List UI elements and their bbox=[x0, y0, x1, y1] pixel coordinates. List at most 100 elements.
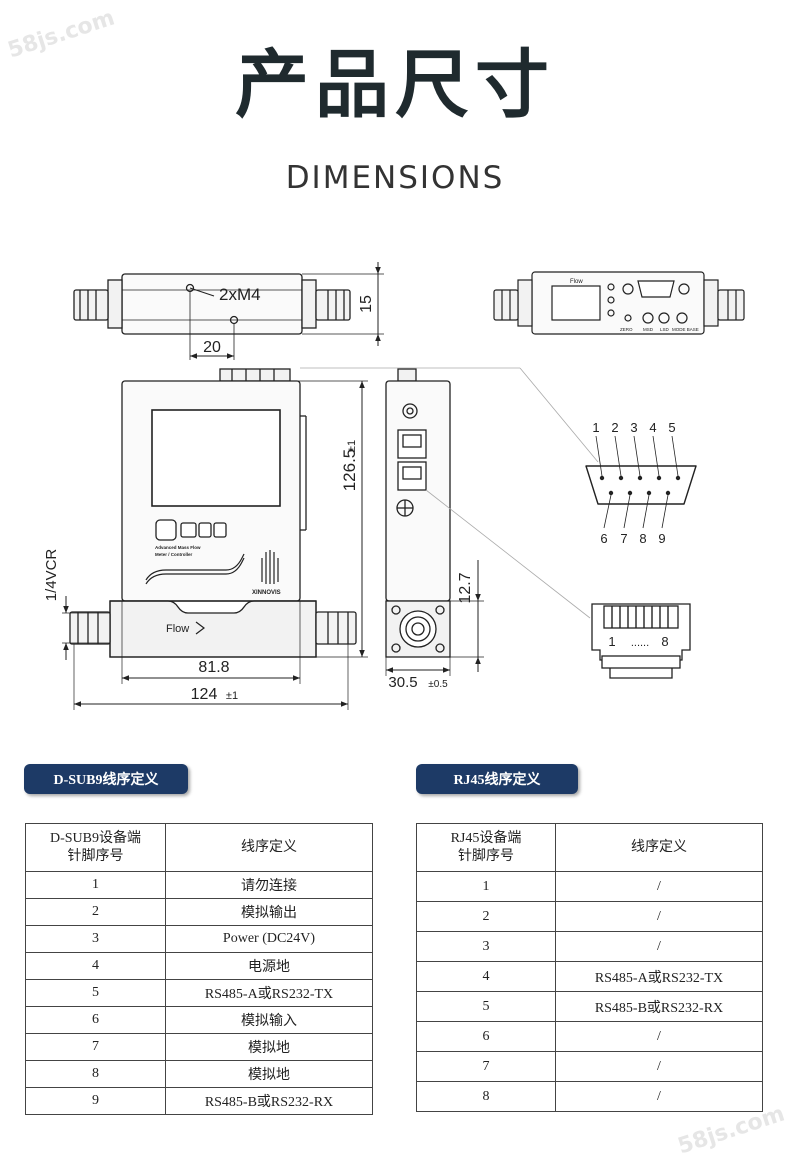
rear-msd-label: MSD bbox=[643, 327, 654, 332]
rear-flow-label: Flow bbox=[570, 279, 583, 285]
dim-126-5: 126.5 bbox=[340, 449, 359, 492]
table-row: 8/ bbox=[416, 1081, 763, 1112]
definition-cell: / bbox=[555, 1021, 763, 1052]
dim-81-8: 81.8 bbox=[198, 659, 229, 676]
dim-15: 15 bbox=[358, 295, 375, 313]
dsub-header-pin: D-SUB9设备端 针脚序号 bbox=[25, 823, 166, 872]
pin-cell: 1 bbox=[416, 871, 556, 902]
rj45-header-def: 线序定义 bbox=[555, 823, 763, 872]
dim-124: 124 bbox=[191, 686, 218, 703]
front-view bbox=[62, 368, 368, 710]
pin-cell: 3 bbox=[416, 931, 556, 962]
dsub-header-def: 线序定义 bbox=[165, 823, 373, 872]
rj45-pin-first: 1 bbox=[608, 634, 615, 649]
definition-cell: RS485-B或RS232-RX bbox=[555, 991, 763, 1022]
top-view bbox=[73, 262, 384, 360]
pin-cell: 5 bbox=[416, 991, 556, 1022]
pin-cell: 4 bbox=[25, 952, 166, 980]
dsub-pin-4: 4 bbox=[649, 420, 656, 435]
dsub-pin-5: 5 bbox=[668, 420, 675, 435]
definition-cell: RS485-A或RS232-TX bbox=[555, 961, 763, 992]
dimension-drawing: 2xM4 15 20 Flow ZERO MSD LSD MODE BASE bbox=[43, 262, 745, 710]
rear-view bbox=[493, 271, 745, 335]
table-row: 6/ bbox=[416, 1021, 763, 1052]
pin-cell: 7 bbox=[416, 1051, 556, 1082]
table-row: 3/ bbox=[416, 931, 763, 962]
pin-cell: 8 bbox=[416, 1081, 556, 1112]
table-row: 2/ bbox=[416, 901, 763, 932]
pin-cell: 6 bbox=[416, 1021, 556, 1052]
pin-cell: 5 bbox=[25, 979, 166, 1007]
dsub9-badge: D-SUB9线序定义 bbox=[24, 764, 188, 794]
product-line1: Advanced Mass Flow bbox=[155, 545, 201, 550]
definition-cell: / bbox=[555, 931, 763, 962]
rear-zero-label: ZERO bbox=[620, 327, 633, 332]
page-subtitle: DIMENSIONS bbox=[285, 160, 505, 196]
dsub-pin-2: 2 bbox=[611, 420, 618, 435]
table-header-row: RJ45设备端 针脚序号 线序定义 bbox=[416, 823, 763, 872]
definition-cell: / bbox=[555, 1081, 763, 1112]
dim-30-5: 30.5 bbox=[388, 674, 417, 691]
definition-cell: RS485-B或RS232-RX bbox=[165, 1087, 373, 1115]
brand-label: XINNOVIS bbox=[252, 590, 281, 596]
pin-cell: 8 bbox=[25, 1060, 166, 1088]
pin-cell: 3 bbox=[25, 925, 166, 953]
rear-mode-label: MODE BASE bbox=[672, 327, 699, 332]
pin-cell: 6 bbox=[25, 1006, 166, 1034]
dsub-pin-7: 7 bbox=[620, 531, 627, 546]
definition-cell: / bbox=[555, 901, 763, 932]
rj45-connector bbox=[591, 603, 691, 679]
definition-cell: 电源地 bbox=[165, 952, 373, 980]
definition-cell: 模拟输入 bbox=[165, 1006, 373, 1034]
side-view bbox=[300, 367, 599, 676]
dsub-pin-9: 9 bbox=[658, 531, 665, 546]
dsub-pin-3: 3 bbox=[630, 420, 637, 435]
pin-cell: 2 bbox=[25, 898, 166, 926]
rj45-badge: RJ45线序定义 bbox=[416, 764, 578, 794]
definition-cell: / bbox=[555, 1051, 763, 1082]
pin-cell: 2 bbox=[416, 901, 556, 932]
definition-cell: 模拟地 bbox=[165, 1060, 373, 1088]
table-row: 7/ bbox=[416, 1051, 763, 1082]
tol-124: ±1 bbox=[226, 690, 238, 702]
dsub9-connector bbox=[585, 465, 697, 505]
definition-cell: / bbox=[555, 871, 763, 902]
table-header-row: D-SUB9设备端 针脚序号 线序定义 bbox=[25, 823, 373, 872]
table-row: 1/ bbox=[416, 871, 763, 902]
rj45-pin-last: 8 bbox=[661, 634, 668, 649]
dim-12-7: 12.7 bbox=[457, 572, 474, 603]
tol-30-5: ±0.5 bbox=[428, 679, 448, 690]
rear-lsd-label: LSD bbox=[660, 327, 670, 332]
pin-cell: 9 bbox=[25, 1087, 166, 1115]
rj45-pin-dots: ...... bbox=[631, 637, 649, 649]
pin-cell: 4 bbox=[416, 961, 556, 992]
definition-cell: 模拟输出 bbox=[165, 898, 373, 926]
pin-cell: 7 bbox=[25, 1033, 166, 1061]
definition-cell: 模拟地 bbox=[165, 1033, 373, 1061]
definition-cell: 请勿连接 bbox=[165, 871, 373, 899]
tol-126-5: ±1 bbox=[346, 440, 358, 452]
flow-label: Flow bbox=[166, 623, 189, 635]
dsub-pin-6: 6 bbox=[600, 531, 607, 546]
dsub-pin-8: 8 bbox=[639, 531, 646, 546]
definition-cell: Power (DC24V) bbox=[165, 925, 373, 953]
dim-20: 20 bbox=[203, 339, 221, 356]
dsub-pin-1: 1 bbox=[592, 420, 599, 435]
thread-label: 2xM4 bbox=[219, 285, 261, 304]
definition-cell: RS485-A或RS232-TX bbox=[165, 979, 373, 1007]
rj45-header-pin: RJ45设备端 针脚序号 bbox=[416, 823, 556, 872]
pin-cell: 1 bbox=[25, 871, 166, 899]
page-title: 产品尺寸 bbox=[235, 42, 555, 128]
